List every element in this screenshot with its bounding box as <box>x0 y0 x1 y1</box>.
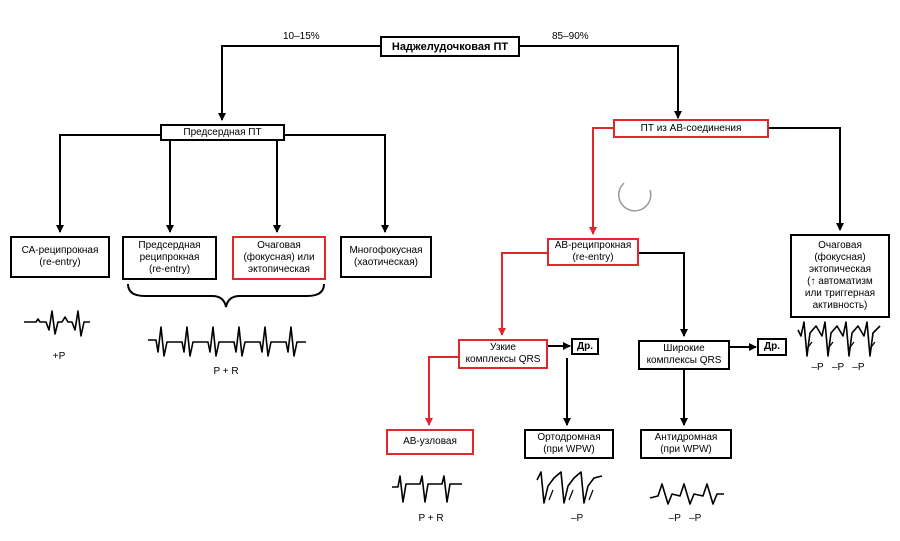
node-other-wide: Др. <box>757 338 787 356</box>
node-narrow-qrs: Узкие комплексы QRS <box>458 339 548 369</box>
node-focal-junction: Очаговая (фокусная) эктопическая (↑ авто… <box>790 234 890 318</box>
ecg-label-atrial: P + R <box>213 366 239 377</box>
ecg-ortho-trace <box>536 471 603 504</box>
ecg-atrial-trace <box>148 326 306 357</box>
percent-right-label: 85–90% <box>552 31 589 42</box>
ecg-avnodal-trace <box>392 475 462 503</box>
node-sa-reentry: СА-реципрокная (re-entry) <box>10 236 110 278</box>
ecg-focal-trace <box>797 321 881 357</box>
node-supraventricular-tachycardia: Наджелудочковая ПТ <box>380 36 520 57</box>
arrow-avreentry-wide <box>638 252 688 337</box>
ecg-sa-trace <box>24 310 90 337</box>
arrow-atrial-sa <box>56 134 160 233</box>
arrow-atrial-multi <box>284 134 389 233</box>
arrow-junction-focal <box>768 127 844 231</box>
ecg-anti-trace <box>649 483 724 505</box>
arrow-junction-avreentry <box>589 127 614 235</box>
decorative-arc <box>618 182 652 212</box>
arrow-root-atrial <box>218 45 382 121</box>
ecg-label-orthodromic: –P <box>570 513 584 524</box>
arrow-root-junction <box>518 45 682 119</box>
ecg-ortho-markers <box>548 489 594 501</box>
percent-left-label: 10–15% <box>283 31 320 42</box>
node-focal-atrial: Очаговая (фокусная) или эктопическая <box>232 236 326 280</box>
ecg-label-av-nodal: P + R <box>418 513 444 524</box>
node-wide-qrs: Широкие комплексы QRS <box>638 340 730 370</box>
node-atrial-tachycardia: Предсердная ПТ <box>160 124 285 141</box>
node-av-nodal: АВ-узловая <box>386 429 474 455</box>
node-orthodromic: Ортодромная (при WPW) <box>524 429 614 459</box>
ecg-label-focal: –P –P –P <box>811 362 865 373</box>
node-av-reentry: АВ-реципрокная (re-entry) <box>547 238 639 266</box>
node-av-junction-tachycardia: ПТ из АВ-соединения <box>613 119 769 138</box>
node-antidromic: Антидромная (при WPW) <box>640 429 732 459</box>
ecg-label-sa: +P <box>52 351 66 362</box>
arrow-narrow-avnodal <box>425 356 458 426</box>
ecg-focal-markers <box>805 341 876 351</box>
ecg-label-antidromic: –P –P <box>668 513 702 524</box>
node-other-narrow: Др. <box>571 338 599 355</box>
grouping-brace <box>127 283 325 308</box>
node-atrial-reentry: Предсердная реципрокная (re-entry) <box>122 236 217 280</box>
arrow-avreentry-narrow <box>498 252 548 336</box>
node-multifocal: Многофокусная (хаотическая) <box>340 236 432 278</box>
